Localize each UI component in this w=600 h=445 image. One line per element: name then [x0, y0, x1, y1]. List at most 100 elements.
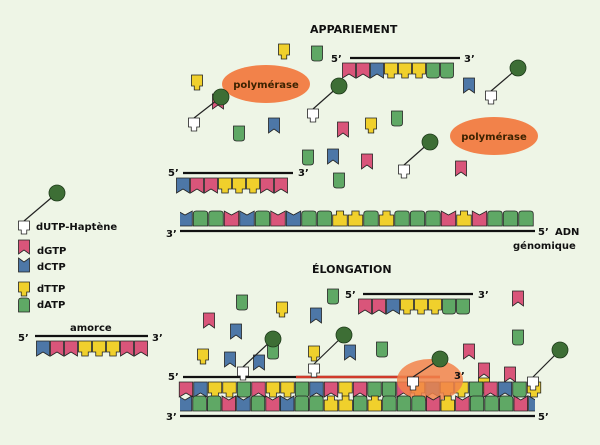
- legend-amorce-dgtp-base: [50, 340, 64, 357]
- polymerase-enzyme-3: [397, 359, 463, 401]
- dutp-hapten-8-nucleotide: [527, 376, 539, 391]
- legend-label-dctp: dCTP: [37, 262, 66, 273]
- free-datp-nucleotide: [302, 149, 314, 166]
- elong-genome-dgtp-base: [455, 395, 470, 412]
- pairing-primer-dgtp-base: [260, 177, 274, 194]
- pairing-genome-datp-base: [409, 210, 426, 227]
- elong-new-strand-dctp-base: [193, 381, 208, 398]
- free-dttp-nucleotide: [197, 348, 209, 365]
- elong-genome-datp-base: [192, 395, 207, 412]
- elong-genome-datp-base: [353, 395, 368, 412]
- pairing-top-strand-dgtp-base: [342, 62, 356, 79]
- elong-top-strand-dgtp-base: [372, 298, 386, 315]
- elong-genome-dctp-base: [236, 395, 251, 412]
- pairing-genome-dctp-base: [285, 210, 302, 227]
- free-dttp-nucleotide: [308, 345, 320, 362]
- elong-new-strand-datp-base: [381, 381, 397, 398]
- elong-genome-dttp-base: [367, 395, 382, 412]
- free-datp-nucleotide: [233, 125, 245, 142]
- adn-label: ADN: [555, 227, 579, 238]
- elong-top-strand-dctp-base: [386, 298, 400, 315]
- genome-upper-5prime: 5’: [538, 227, 549, 238]
- legend-label-dttp: dTTP: [37, 284, 65, 295]
- elong-top-strand-dttp-base: [400, 298, 414, 315]
- pairing-genome-dgtp-base: [440, 210, 457, 227]
- free-datp-nucleotide: [236, 294, 248, 311]
- pairing-genome-datp-base: [363, 210, 379, 227]
- free-datp-nucleotide: [311, 45, 323, 62]
- elong-new-strand-dgtp-base: [352, 381, 368, 398]
- dutp-hapten-7-hapten-ball: [431, 350, 449, 368]
- elong-new-strand-dctp-base: [497, 381, 513, 398]
- pairing-genome-datp-base: [502, 210, 519, 227]
- free-dttp-nucleotide: [278, 43, 290, 60]
- free-datp-nucleotide: [333, 172, 345, 189]
- free-dctp-nucleotide: [253, 354, 265, 371]
- free-dctp-nucleotide: [268, 117, 280, 134]
- free-datp-nucleotide: [376, 341, 388, 358]
- dutp-hapten-4-hapten-ball: [421, 133, 439, 151]
- elong-genome-datp-base: [294, 395, 309, 412]
- free-dctp-nucleotide: [310, 307, 322, 324]
- pairing-genome-bases: [180, 210, 534, 227]
- primer-left-3prime: 3’: [298, 168, 309, 179]
- pairing-genome-dgtp-base: [270, 210, 286, 227]
- elong-new-strand-datp-base: [512, 381, 527, 398]
- polymerase-enzyme-1: [222, 65, 310, 103]
- elong-new-strand-datp-base: [468, 381, 484, 398]
- section-title-elongation: ÉLONGATION: [312, 263, 392, 276]
- elong-new-strand-dgtp-base: [323, 381, 339, 398]
- legend-amorce-dttp-base: [92, 340, 106, 357]
- pairing-genome-dttp-base: [332, 210, 348, 227]
- legend-amorce-dgtp-base: [134, 340, 148, 357]
- dutp-hapten-7-nucleotide: [407, 376, 419, 391]
- elong-genome-datp-base: [499, 395, 514, 412]
- elong-top-strand-dgtp-base: [358, 298, 372, 315]
- elong-genome-dgtp-base: [221, 395, 236, 412]
- dutp-hapten-5-hapten-ball: [264, 330, 282, 348]
- elong-genome-datp-base: [382, 395, 397, 412]
- strand-top-3prime: 3’: [464, 54, 475, 65]
- elong-genome-dctp-base: [180, 395, 193, 412]
- elong-top-strand-dttp-base: [428, 298, 442, 315]
- elong-genome-dctp-base: [528, 395, 535, 412]
- elong-new-strand-dctp-base: [309, 381, 324, 398]
- section-title-pairing: APPARIEMENT: [310, 23, 398, 36]
- pairing-genome-dctp-base: [180, 210, 193, 227]
- legend-amorce-dttp-base: [78, 340, 92, 357]
- dutp-hapten-1-hapten-ball: [212, 88, 230, 106]
- free-dgtp-nucleotide: [463, 343, 475, 360]
- elong-new-strand-dttp-base: [207, 381, 223, 398]
- pairing-top-strand-dttp-base: [398, 62, 412, 79]
- elong-new-strand-datp-base: [367, 381, 382, 398]
- elong-new-strand-dgtp-base: [251, 381, 266, 398]
- pairing-top-strand-datp-base: [426, 62, 440, 79]
- elong-top-strand-dttp-base: [414, 298, 428, 315]
- legend-dutp-nucleotide: [18, 220, 30, 235]
- dutp-hapten-8-hapten-ball: [551, 341, 569, 359]
- pairing-genome-datp-base: [208, 210, 224, 227]
- elong-genome-datp-base: [309, 395, 324, 412]
- elong-new-strand-bases: [178, 381, 542, 398]
- free-dttp-nucleotide: [365, 117, 377, 134]
- legend-amorce-5prime: 5’: [18, 333, 29, 344]
- elong-new-strand-dgtp-base: [483, 381, 498, 398]
- genome-lower-3prime: 3’: [166, 412, 177, 423]
- legend-amorce-dgtp-base: [120, 340, 134, 357]
- free-datp-nucleotide: [327, 288, 339, 305]
- pairing-top-strand-dctp-base: [370, 62, 384, 79]
- elong-genome-dgtp-base: [265, 395, 280, 412]
- free-dgtp-nucleotide: [337, 121, 349, 138]
- elong-genome-datp-base: [411, 395, 426, 412]
- genome-lower-5prime: 5’: [538, 412, 549, 423]
- free-dttp-nucleotide: [191, 74, 203, 91]
- pairing-primer-bases: [176, 177, 288, 194]
- pairing-genome-dgtp-base: [223, 210, 240, 227]
- elong-new-strand-dttp-base: [222, 381, 237, 398]
- legend-label-amorce: amorce: [70, 323, 112, 334]
- elong-genome-datp-base: [484, 395, 499, 412]
- primer-left-5prime: 5’: [168, 168, 179, 179]
- polymerase-label-2: polymérase: [461, 131, 527, 143]
- pairing-primer-dttp-base: [232, 177, 246, 194]
